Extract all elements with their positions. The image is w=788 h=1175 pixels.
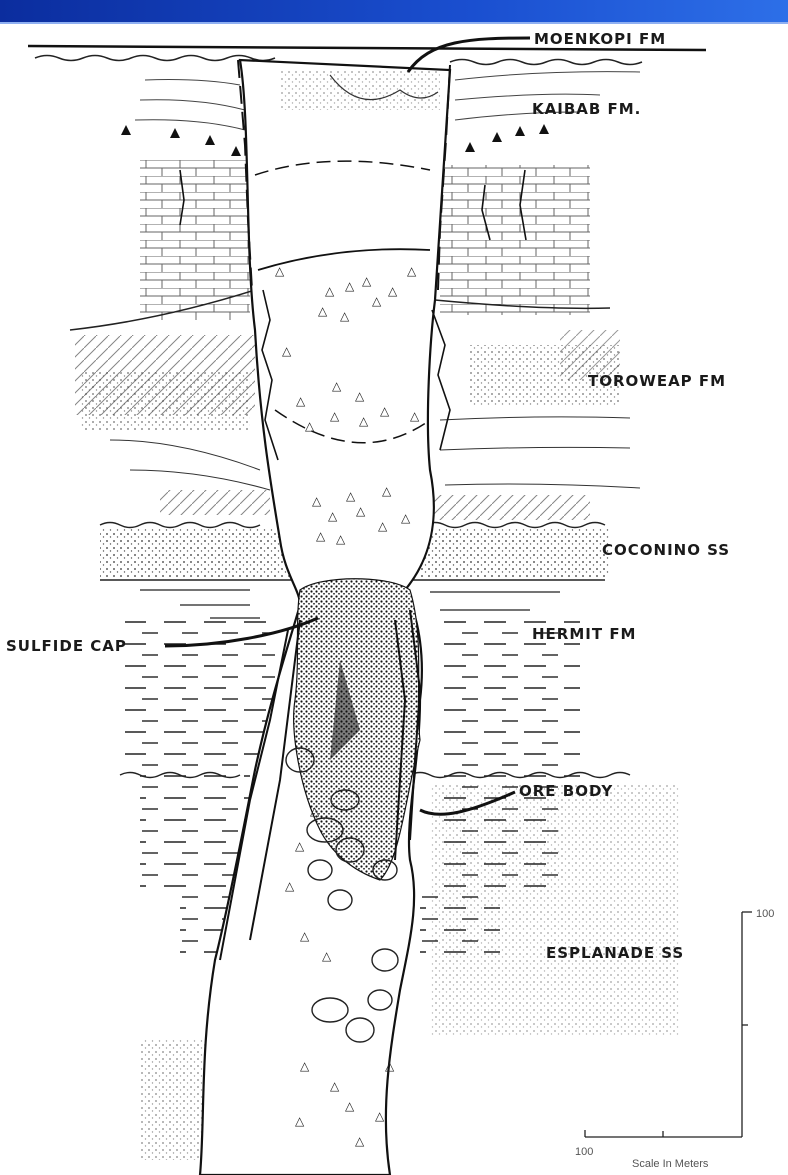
svg-text:△: △ bbox=[355, 389, 365, 403]
svg-text:△: △ bbox=[382, 484, 392, 498]
svg-text:△: △ bbox=[305, 419, 315, 433]
svg-text:△: △ bbox=[328, 509, 338, 523]
svg-text:△: △ bbox=[296, 394, 306, 408]
svg-text:△: △ bbox=[275, 264, 285, 278]
svg-text:△: △ bbox=[336, 532, 346, 546]
svg-text:△: △ bbox=[282, 344, 292, 358]
svg-text:△: △ bbox=[407, 264, 417, 278]
surface-lines bbox=[28, 46, 706, 65]
svg-text:△: △ bbox=[346, 489, 356, 503]
svg-text:△: △ bbox=[362, 274, 372, 288]
svg-text:△: △ bbox=[310, 804, 320, 818]
svg-text:△: △ bbox=[312, 494, 322, 508]
label-ore-body: ORE BODY bbox=[519, 782, 613, 800]
svg-text:△: △ bbox=[300, 929, 310, 943]
svg-text:△: △ bbox=[385, 1059, 395, 1073]
svg-text:△: △ bbox=[388, 284, 398, 298]
label-toroweap-fm: TOROWEAP FM bbox=[588, 372, 726, 390]
svg-text:△: △ bbox=[359, 414, 369, 428]
svg-text:△: △ bbox=[330, 409, 340, 423]
svg-text:△: △ bbox=[380, 404, 390, 418]
label-coconino-ss: COCONINO SS bbox=[602, 541, 730, 559]
scale-horizontal-value: 100 bbox=[575, 1146, 593, 1158]
svg-text:△: △ bbox=[378, 519, 388, 533]
svg-text:△: △ bbox=[330, 1079, 340, 1093]
svg-text:△: △ bbox=[355, 1134, 365, 1148]
svg-text:△: △ bbox=[375, 1109, 385, 1123]
svg-text:△: △ bbox=[295, 839, 305, 853]
svg-text:△: △ bbox=[372, 294, 382, 308]
svg-text:△: △ bbox=[316, 529, 326, 543]
label-esplanade-ss: ESPLANADE SS bbox=[546, 944, 684, 962]
scale-caption: Scale In Meters bbox=[632, 1158, 709, 1170]
svg-text:△: △ bbox=[300, 1059, 310, 1073]
svg-text:△: △ bbox=[325, 284, 335, 298]
svg-text:△: △ bbox=[318, 304, 328, 318]
svg-text:△: △ bbox=[340, 309, 350, 323]
svg-text:△: △ bbox=[356, 504, 366, 518]
svg-text:△: △ bbox=[345, 1099, 355, 1113]
label-hermit-fm: HERMIT FM bbox=[532, 625, 637, 643]
svg-text:△: △ bbox=[345, 279, 355, 293]
label-moenkopi-fm: MOENKOPI FM bbox=[534, 30, 666, 48]
svg-text:△: △ bbox=[410, 409, 420, 423]
label-sulfide-cap: SULFIDE CAP bbox=[6, 637, 127, 655]
scale-vertical-value: 100 bbox=[756, 908, 774, 920]
svg-text:△: △ bbox=[295, 1114, 305, 1128]
svg-text:△: △ bbox=[322, 949, 332, 963]
svg-text:△: △ bbox=[401, 511, 411, 525]
svg-text:△: △ bbox=[332, 379, 342, 393]
label-kaibab-fm: KAIBAB FM. bbox=[532, 100, 641, 118]
svg-text:△: △ bbox=[285, 879, 295, 893]
